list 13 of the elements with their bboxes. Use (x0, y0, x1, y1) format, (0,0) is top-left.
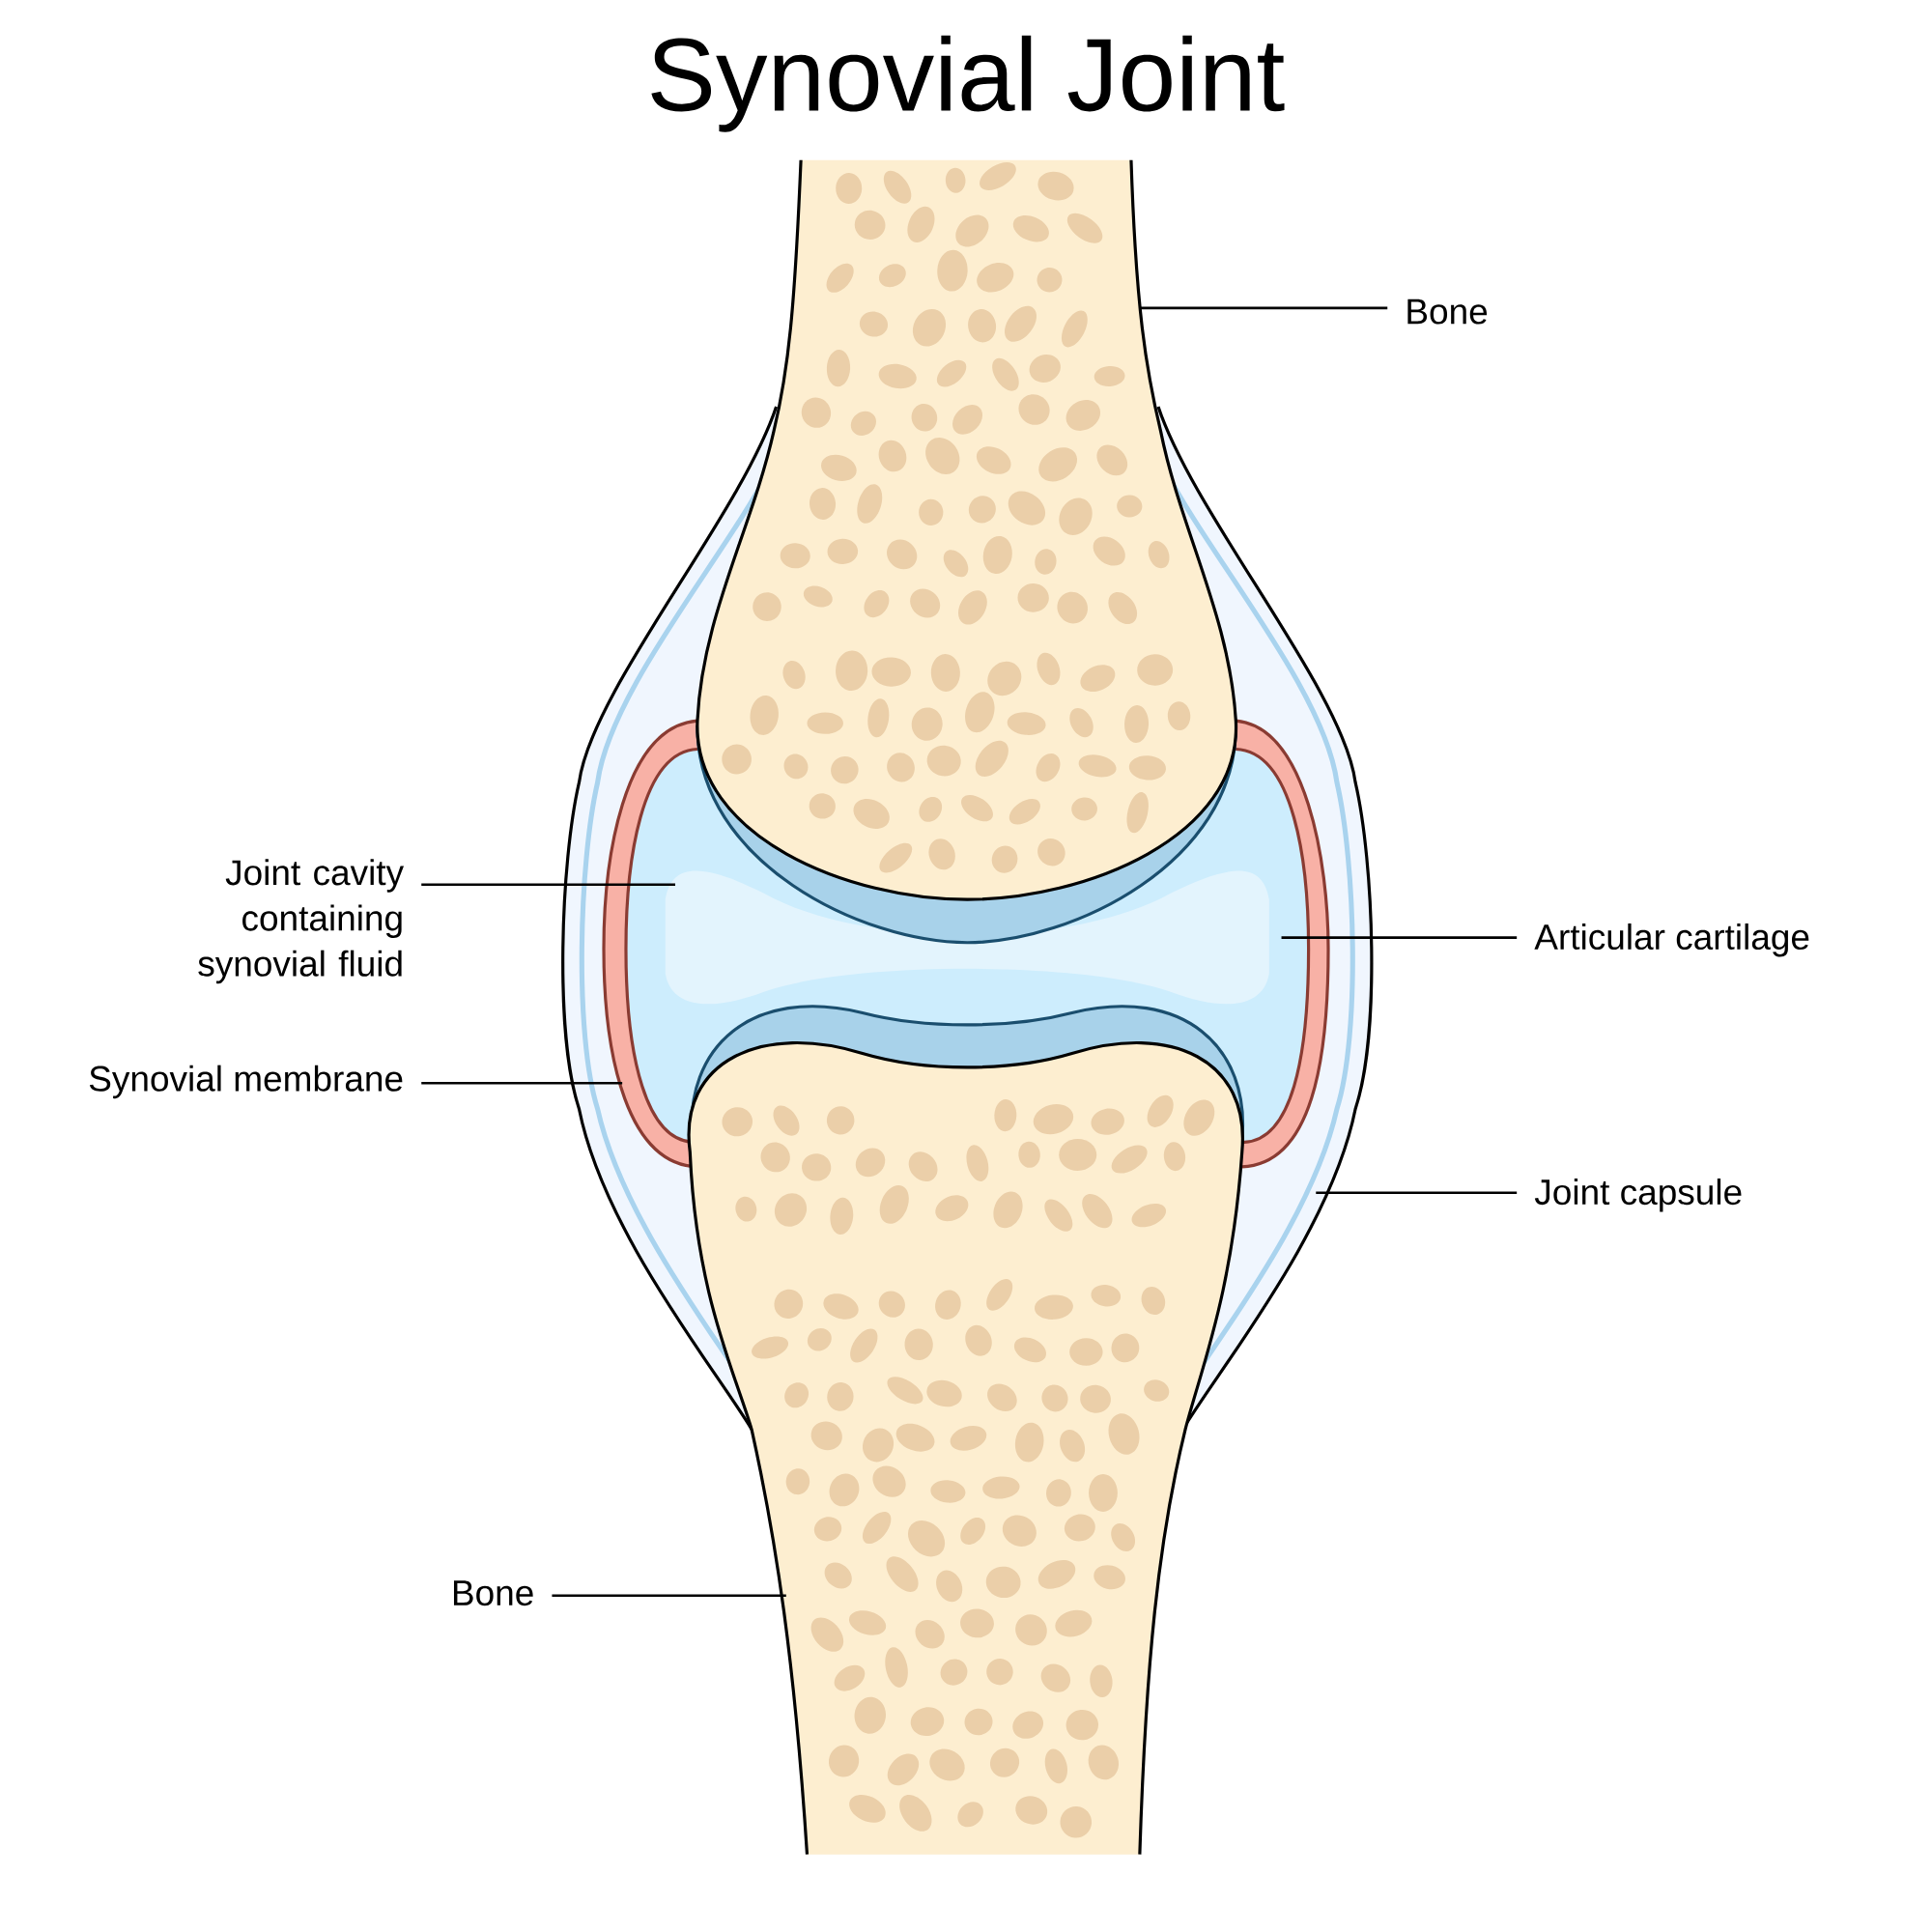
part-label: Joint capsule (1534, 1179, 1742, 1212)
title: Synovial Joint (651, 35, 1285, 132)
part-label: Bone (454, 1580, 533, 1606)
leader-line (421, 1081, 623, 1085)
leader-line (1281, 936, 1518, 939)
part-label: Synovial membrane (89, 1065, 403, 1099)
leader-line (1139, 306, 1388, 310)
leader-line (552, 1594, 786, 1598)
leader-line (1316, 1191, 1518, 1194)
part-label: Bone (1407, 298, 1488, 325)
part-label: Joint cavity containing synovial fluid (198, 859, 404, 984)
part-label: Articular cartilage (1534, 923, 1809, 957)
leader-line (421, 883, 675, 887)
